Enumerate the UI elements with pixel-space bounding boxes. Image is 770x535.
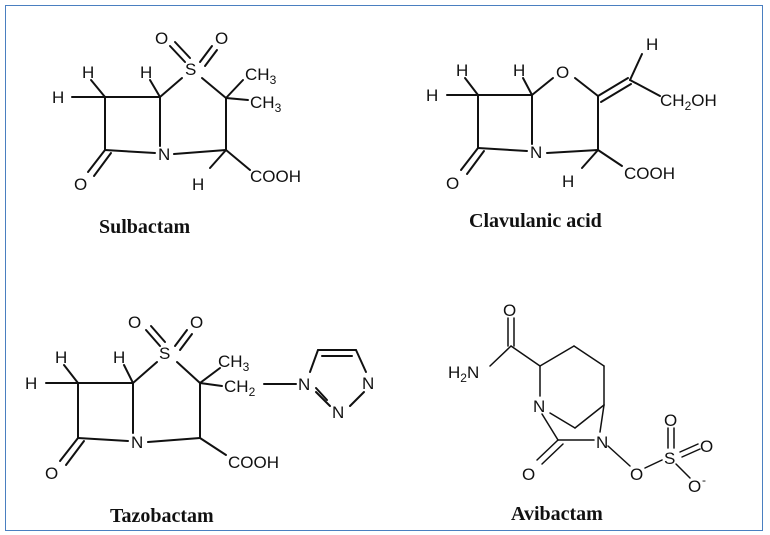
sulbactam-nitrogen: N	[158, 145, 170, 164]
tazobactam-h-left: H	[25, 374, 37, 393]
sulbactam-methyl-2: CH3	[250, 93, 282, 115]
tazobactam-oxo-2: O	[190, 313, 203, 332]
clavulanic-h-left: H	[426, 86, 438, 105]
tazobactam-methyl: CH3	[218, 352, 250, 374]
clavulanic-carboxyl: COOH	[624, 164, 675, 183]
clavulanic-h-bridge: H	[513, 61, 525, 80]
clavulanic-caption: Clavulanic acid	[469, 210, 602, 232]
sulbactam-h-bridge: H	[140, 63, 152, 82]
figure-frame	[5, 5, 763, 531]
tazobactam-methylene: CH2	[224, 377, 256, 399]
avibactam-sulfonyl-oxygen-2: O	[700, 437, 713, 456]
avibactam-keto-oxygen: O	[522, 465, 535, 484]
avibactam-sulfonate-oxygen: O	[688, 477, 701, 496]
sulbactam-methyl-1: CH3	[245, 65, 277, 87]
tazobactam-structure: H H H S O O CH3 CH2 N N N N O COOH	[25, 313, 374, 483]
tazobactam-caption: Tazobactam	[110, 505, 214, 527]
tazobactam-oxo-1: O	[128, 313, 141, 332]
clavulanic-structure: H H H O H CH2OH N O H COOH	[426, 35, 717, 193]
tazobactam-carboxyl: COOH	[228, 453, 279, 472]
avibactam-nitrogen-2: N	[596, 433, 608, 452]
tazobactam-sulfur: S	[159, 344, 170, 363]
sulbactam-keto-oxygen: O	[74, 175, 87, 194]
avibactam-amine: H2N	[448, 363, 479, 385]
avibactam-link-oxygen: O	[630, 465, 643, 484]
tazobactam-keto-oxygen: O	[45, 464, 58, 483]
tazobactam-triazole-n3: N	[332, 403, 344, 422]
clavulanic-hydroxymethyl: CH2OH	[660, 91, 717, 113]
avibactam-nitrogen-1: N	[533, 397, 545, 416]
sulbactam-structure: H H H S O O CH3 CH3 N O H COOH	[52, 29, 301, 194]
avibactam-structure: O H2N N N O O S O O O -	[448, 301, 713, 496]
avibactam-sulfur: S	[664, 449, 675, 468]
clavulanic-h-vinyl: H	[646, 35, 658, 54]
clavulanic-h-bottom: H	[562, 172, 574, 191]
sulbactam-oxo-1: O	[155, 29, 168, 48]
sulbactam-sulfur: S	[185, 60, 196, 79]
tazobactam-h-top-left: H	[55, 348, 67, 367]
tazobactam-triazole-n2: N	[362, 374, 374, 393]
sulbactam-oxo-2: O	[215, 29, 228, 48]
sulbactam-caption: Sulbactam	[99, 216, 191, 238]
tazobactam-h-bridge: H	[113, 348, 125, 367]
avibactam-amide-oxygen: O	[503, 301, 516, 320]
clavulanic-h-top-left: H	[456, 61, 468, 80]
avibactam-caption: Avibactam	[511, 503, 603, 525]
sulbactam-h-left: H	[52, 88, 64, 107]
sulbactam-h-top-left: H	[82, 63, 94, 82]
clavulanic-nitrogen: N	[530, 143, 542, 162]
sulbactam-carboxyl: COOH	[250, 167, 301, 186]
avibactam-sulfonyl-oxygen-1: O	[664, 411, 677, 430]
sulbactam-h-bottom: H	[192, 175, 204, 194]
tazobactam-nitrogen: N	[131, 433, 143, 452]
clavulanic-keto-oxygen: O	[446, 174, 459, 193]
avibactam-negative-charge: -	[702, 473, 706, 487]
clavulanic-ring-oxygen: O	[556, 63, 569, 82]
tazobactam-triazole-n1: N	[298, 375, 310, 394]
